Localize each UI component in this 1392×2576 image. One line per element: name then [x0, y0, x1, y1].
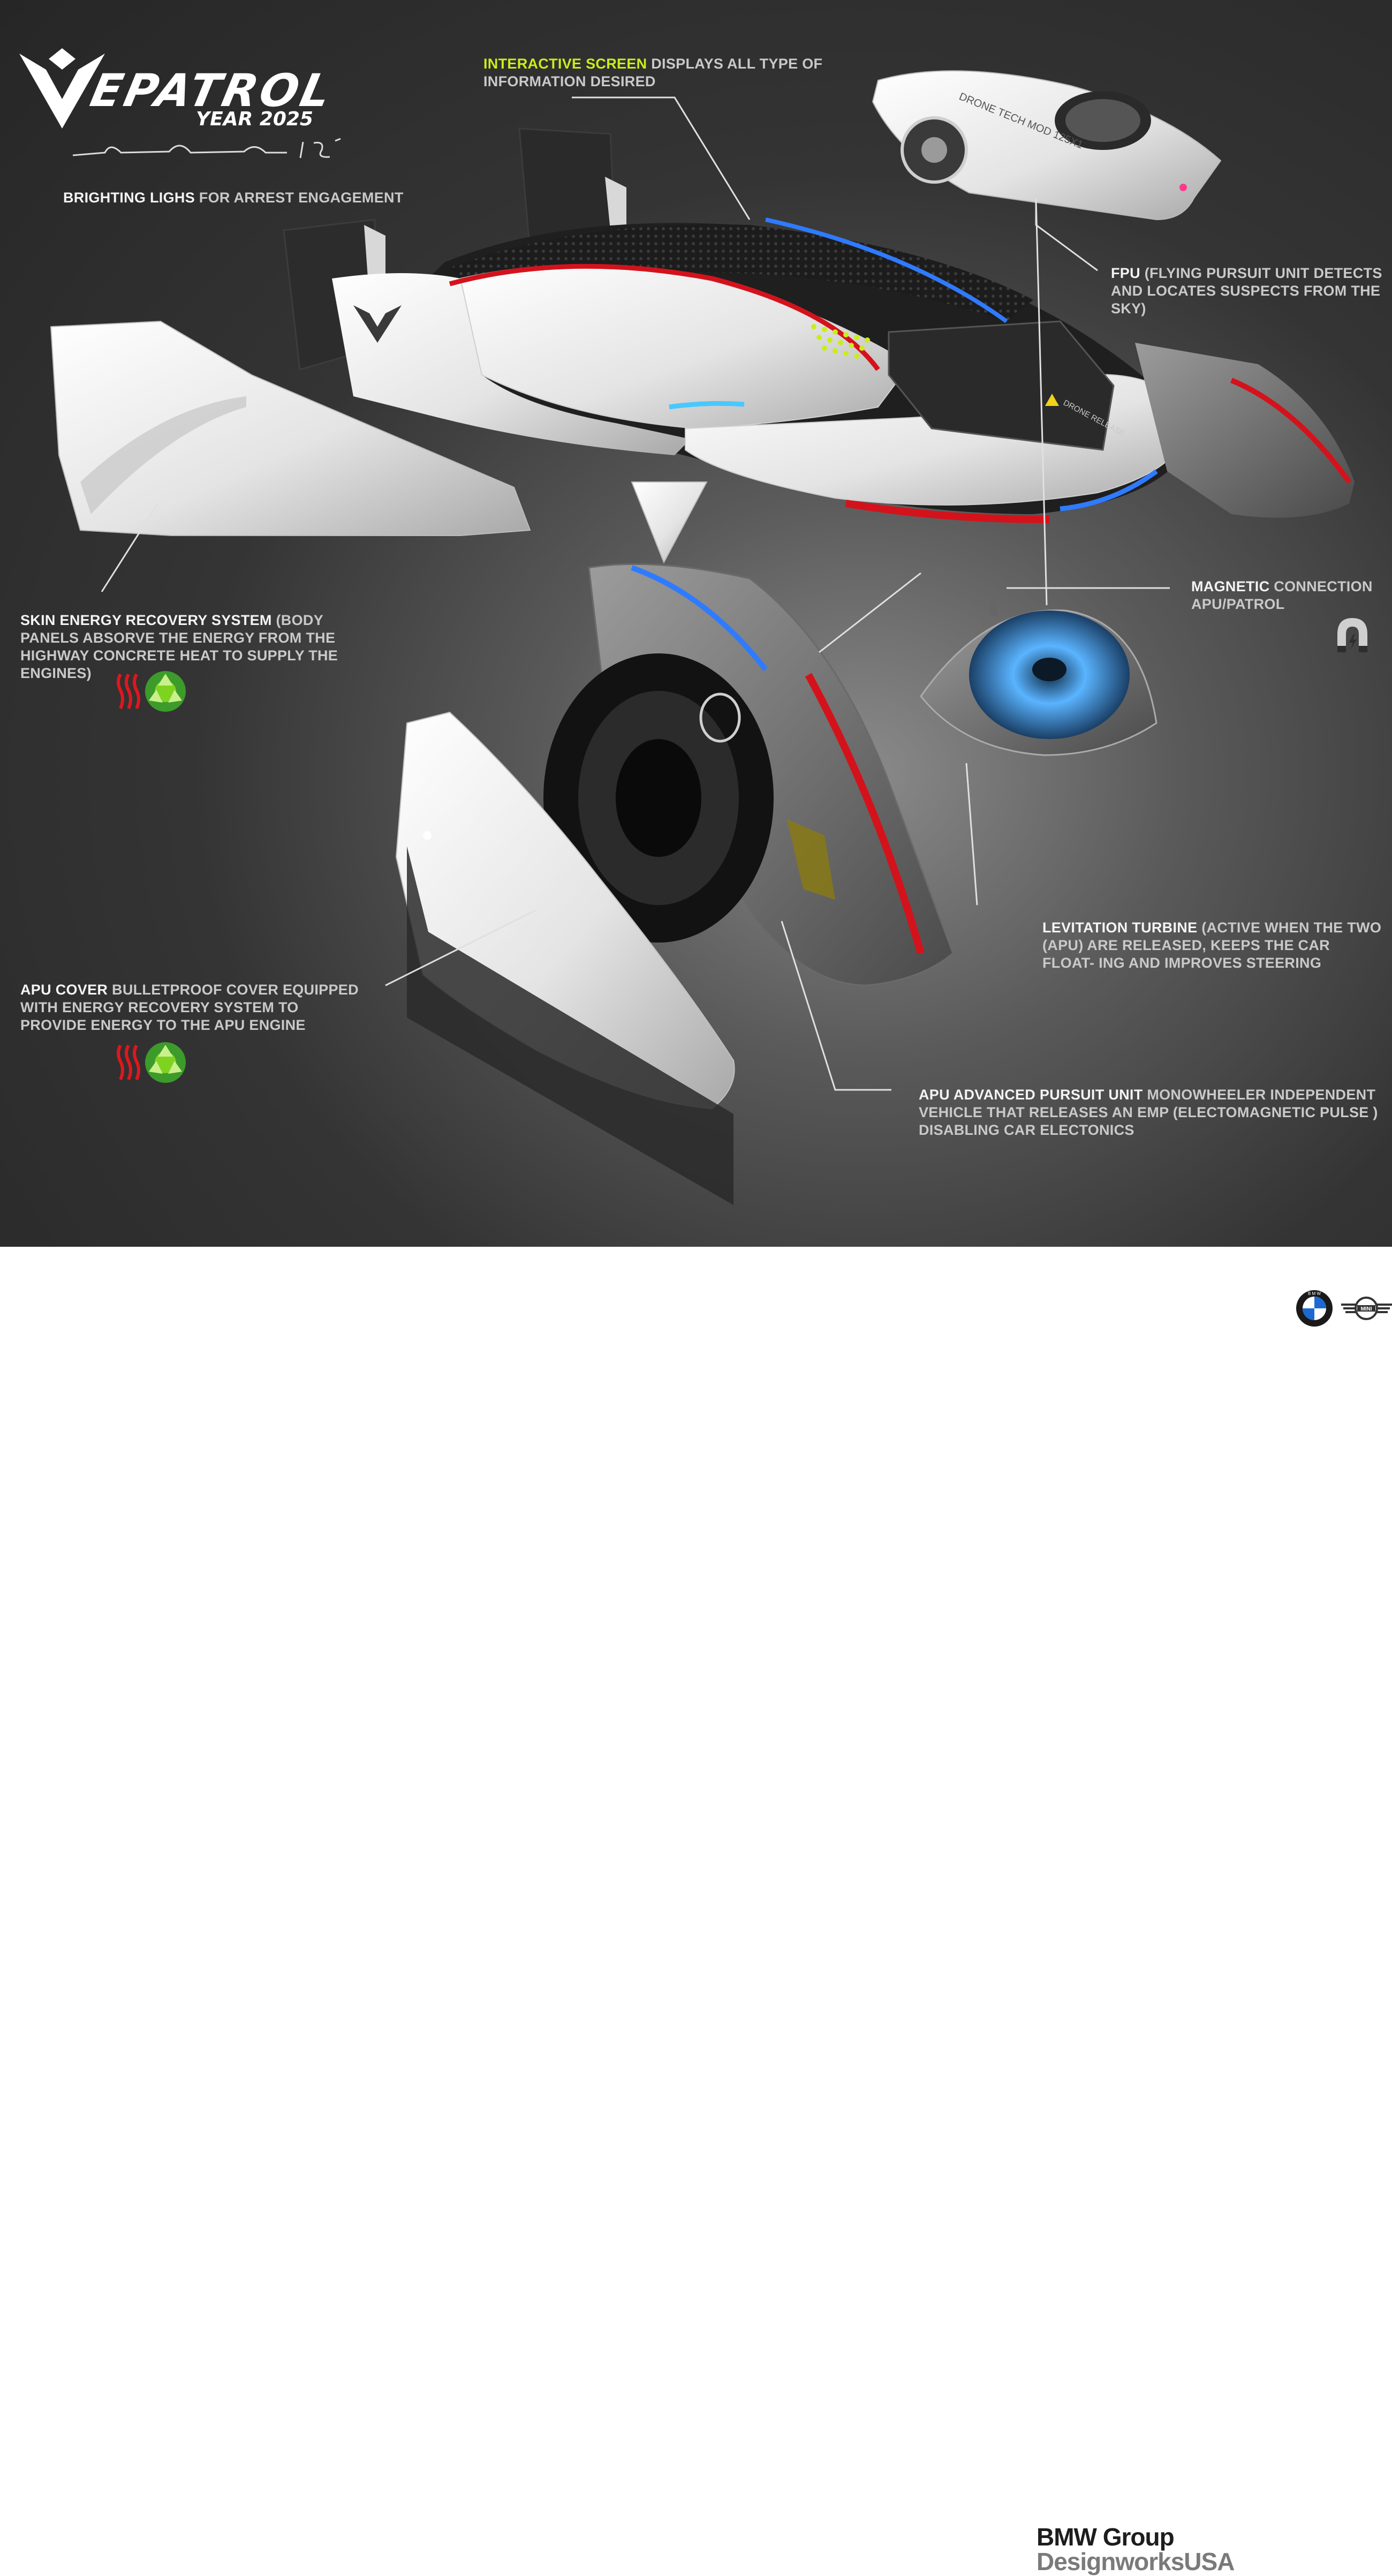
callout-levitation-turbine: LEVITATION TURBINE (ACTIVE WHEN THE TWO …	[1042, 920, 1382, 971]
callout-skin-energy: SKIN ENERGY RECOVERY SYSTEM (BODY PANELS…	[20, 612, 338, 681]
right-pod	[1135, 343, 1355, 518]
magnet-icon	[1337, 618, 1367, 652]
leader-lines	[101, 96, 1170, 1091]
brand-year: YEAR 2025	[196, 108, 313, 130]
levitation-turbine	[920, 609, 1158, 756]
drone-fpu: DRONE TECH MOD 125X1	[872, 70, 1222, 221]
designworks-wordmark: DesignworksUSA	[1037, 2548, 1235, 2575]
svg-text:B M W: B M W	[1308, 1291, 1321, 1296]
drone-model-label: DRONE TECH MOD 125X1	[957, 91, 1085, 151]
footer: BMW Group DesignworksUSA B M W MINI	[0, 1247, 1392, 2575]
callout-fpu: FPU (FLYING PURSUIT UNIT DETECTS AND LOC…	[1111, 265, 1382, 317]
epatrol-logo-icon	[19, 48, 105, 129]
callout-magnetic: MAGNETIC CONNECTION APU/PATROL	[1191, 578, 1373, 612]
main-body	[332, 217, 1190, 564]
recycle-icon	[145, 1042, 186, 1083]
callout-apu-pursuit-unit: APU ADVANCED PURSUIT UNIT MONOWHEELER IN…	[919, 1087, 1378, 1138]
drone-release-decal: DRONE RELEASE	[1045, 394, 1126, 438]
bmw-logo-icon: B M W	[1296, 1290, 1333, 1327]
apu-unit	[543, 563, 954, 986]
heat-icon	[117, 673, 140, 710]
brand-block: EPATROL YEAR 2025	[19, 48, 341, 166]
recycle-icon	[145, 671, 186, 712]
designer-signature	[73, 138, 341, 159]
skin-panel	[50, 320, 531, 536]
callout-brighting-lights: BRIGHTING LIGHS FOR ARREST ENGAGEMENT	[63, 190, 404, 206]
callout-apu-cover: APU COVER BULLETPROOF COVER EQUIPPED WIT…	[20, 982, 359, 1033]
heat-icon	[117, 1044, 140, 1081]
apu-cover	[395, 711, 735, 1110]
concept-sheet: DRONE TECH MOD 125X1 DRONE RELEASE	[0, 0, 1392, 1247]
svg-text:DRONE RELEASE: DRONE RELEASE	[1062, 398, 1126, 439]
mini-logo-icon: MINI	[1341, 1297, 1392, 1320]
callout-interactive-screen: INTERACTIVE SCREEN DISPLAYS ALL TYPE OF …	[483, 56, 823, 89]
svg-text:MINI: MINI	[1360, 1306, 1372, 1312]
